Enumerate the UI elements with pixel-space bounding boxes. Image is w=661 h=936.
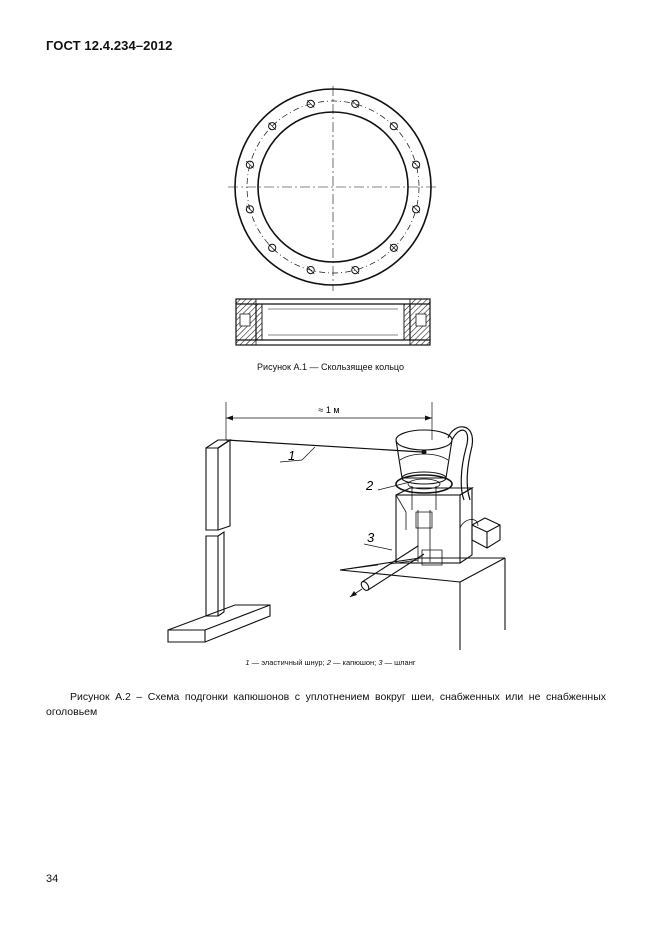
page-number: 34 (46, 873, 59, 885)
bolt-hole (351, 266, 360, 275)
head-form-with-hood (395, 426, 473, 529)
bolt-hole-cross (351, 266, 360, 274)
bolt-hole (389, 122, 398, 131)
bolt-hole (351, 99, 360, 108)
legend-number-2: 2 (326, 658, 331, 667)
bolt-hole-cross (412, 205, 420, 214)
bolt-hole-cross (389, 243, 398, 252)
bolt-hole-cross (389, 122, 398, 131)
bolt-hole-cross (351, 100, 360, 108)
figure-hood-fitting-scheme: ≈ 1 м 1 2 3 (167, 402, 506, 650)
figure-a2-legend: 1 — эластичный шнур; 2 — капюшон; 3 — шл… (0, 658, 661, 667)
bolt-hole (268, 122, 277, 131)
legend-number-3: 3 (378, 658, 383, 667)
dimension-label: ≈ 1 м (318, 405, 339, 415)
bolt-holes (245, 99, 421, 275)
bolt-hole-cross (268, 243, 277, 252)
bolt-hole (389, 243, 398, 252)
document-header: ГОСТ 12.4.234–2012 (46, 38, 173, 53)
bolt-hole-cross (306, 100, 315, 108)
stand (167, 438, 271, 643)
legend-number-1: 1 (245, 658, 250, 667)
bolt-hole-cross (246, 160, 254, 169)
bolt-hole (245, 160, 255, 169)
table (339, 557, 506, 650)
bolt-hole (412, 205, 421, 214)
section-hatching (235, 298, 431, 346)
legend-text-1: — эластичный шнур; (249, 658, 327, 667)
bolt-hole (412, 160, 421, 169)
bolt-hole-cross (268, 122, 277, 131)
callout-1: 1 (288, 448, 295, 463)
legend-text-3: — шланг (382, 658, 416, 667)
bolt-hole-cross (306, 266, 315, 274)
bolt-hole-cross (412, 160, 420, 169)
bolt-hole (306, 266, 315, 275)
bolt-hole (268, 243, 277, 252)
bolt-hole (245, 205, 255, 214)
legend-text-2: — капюшон; (330, 658, 379, 667)
ring-section-view (235, 298, 431, 346)
callout-2: 2 (365, 478, 374, 493)
figure-a2-caption: Рисунок А.2 – Схема подгонки капюшонов с… (46, 691, 606, 718)
hood-neck-ring (395, 474, 453, 494)
figure-a1-caption: Рисунок А.1 — Скользящее кольцо (257, 362, 404, 372)
bolt-hole-cross (246, 205, 254, 214)
bolt-hole (306, 99, 315, 108)
callout-3: 3 (367, 530, 375, 545)
figure-sliding-ring (228, 86, 438, 346)
elastic-cord (225, 439, 423, 453)
hose (349, 545, 425, 598)
pump-device (395, 487, 501, 566)
